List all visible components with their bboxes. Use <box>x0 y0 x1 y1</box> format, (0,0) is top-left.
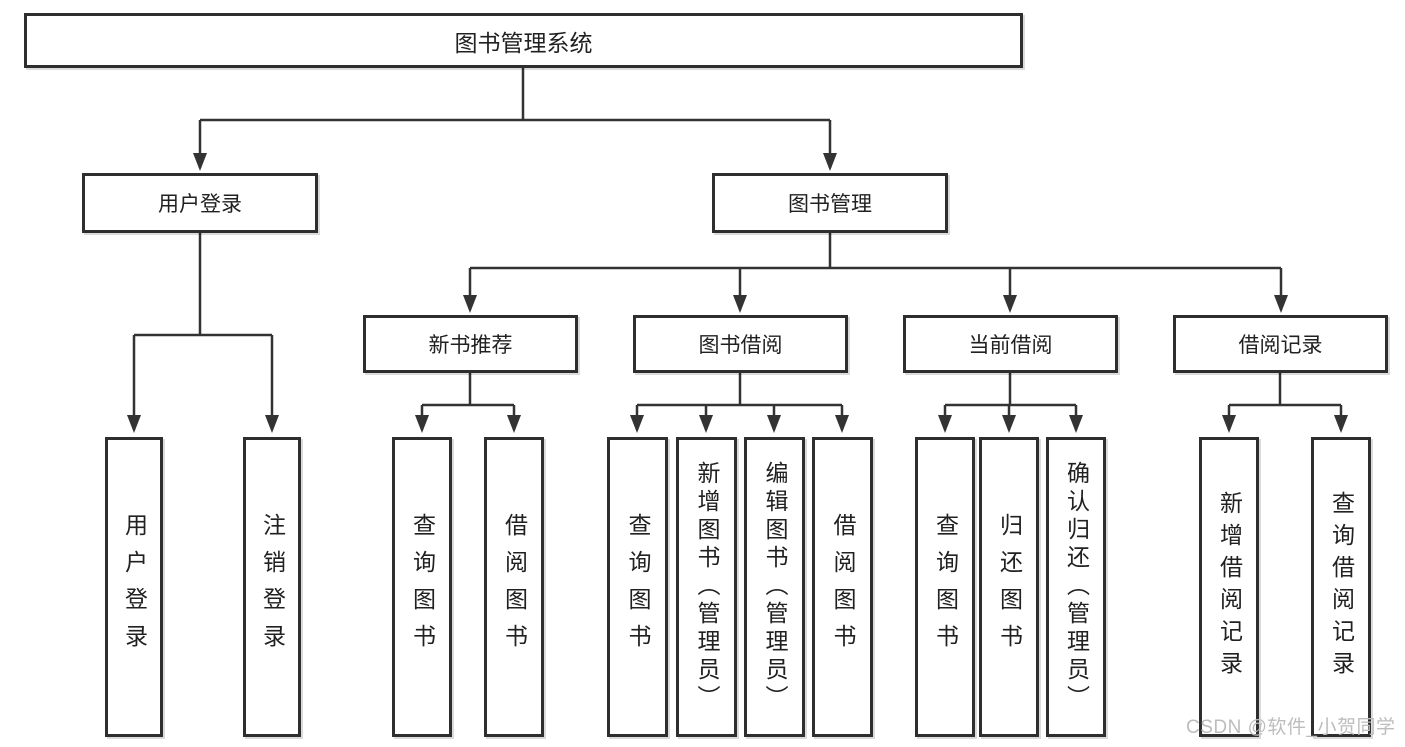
leaf-logout-login-label: 注销登录 <box>259 513 286 661</box>
leaf-confirm-return-admin-label: 确认归还（管理员） <box>1063 461 1090 713</box>
node-current-borrow-label: 当前借阅 <box>968 334 1053 357</box>
node-user-login: 用户登录 <box>82 173 318 233</box>
leaf-add-books-admin-label: 新增图书（管理员） <box>694 461 720 713</box>
leaf-add-borrow-record-label: 新增借阅记录 <box>1216 491 1243 683</box>
leaf-return-books: 归还图书 <box>979 437 1039 737</box>
node-root-label: 图书管理系统 <box>454 29 593 56</box>
leaf-query-books-current-label: 查询图书 <box>932 513 959 661</box>
node-current-borrow: 当前借阅 <box>903 315 1118 373</box>
leaf-query-books-current: 查询图书 <box>915 437 975 737</box>
node-user-login-label: 用户登录 <box>158 193 242 216</box>
leaf-user-login-label: 用户登录 <box>121 513 148 661</box>
csdn-watermark: CSDN @软件_小贺同学 <box>1186 717 1396 738</box>
leaf-return-books-label: 归还图书 <box>996 513 1023 661</box>
node-book-management-label: 图书管理 <box>788 193 872 216</box>
leaf-query-books-borrow: 查询图书 <box>607 437 668 737</box>
node-borrow-records-label: 借阅记录 <box>1238 334 1323 357</box>
leaf-user-login: 用户登录 <box>105 437 163 737</box>
node-book-borrow-label: 图书借阅 <box>698 334 783 357</box>
leaf-logout-login: 注销登录 <box>243 437 301 737</box>
node-new-book-recommend-label: 新书推荐 <box>428 334 513 357</box>
node-book-management: 图书管理 <box>712 173 948 233</box>
leaf-query-borrow-record: 查询借阅记录 <box>1311 437 1371 737</box>
leaf-query-books-recommend: 查询图书 <box>392 437 452 737</box>
leaf-borrow-books-recommend: 借阅图书 <box>484 437 544 737</box>
leaf-borrow-books-recommend-label: 借阅图书 <box>501 513 528 661</box>
node-borrow-records: 借阅记录 <box>1173 315 1388 373</box>
leaf-query-books-borrow-label: 查询图书 <box>625 513 651 661</box>
node-new-book-recommend: 新书推荐 <box>363 315 578 373</box>
leaf-borrow-books-borrow: 借阅图书 <box>812 437 873 737</box>
node-root: 图书管理系统 <box>24 13 1023 68</box>
leaf-edit-books-admin: 编辑图书（管理员） <box>744 437 805 737</box>
leaf-confirm-return-admin: 确认归还（管理员） <box>1046 437 1106 737</box>
leaf-query-books-recommend-label: 查询图书 <box>409 513 436 661</box>
leaf-query-borrow-record-label: 查询借阅记录 <box>1328 491 1355 683</box>
leaf-edit-books-admin-label: 编辑图书（管理员） <box>762 461 788 713</box>
leaf-add-borrow-record: 新增借阅记录 <box>1199 437 1259 737</box>
node-book-borrow: 图书借阅 <box>633 315 848 373</box>
leaf-borrow-books-borrow-label: 借阅图书 <box>830 513 856 661</box>
leaf-add-books-admin: 新增图书（管理员） <box>676 437 737 737</box>
